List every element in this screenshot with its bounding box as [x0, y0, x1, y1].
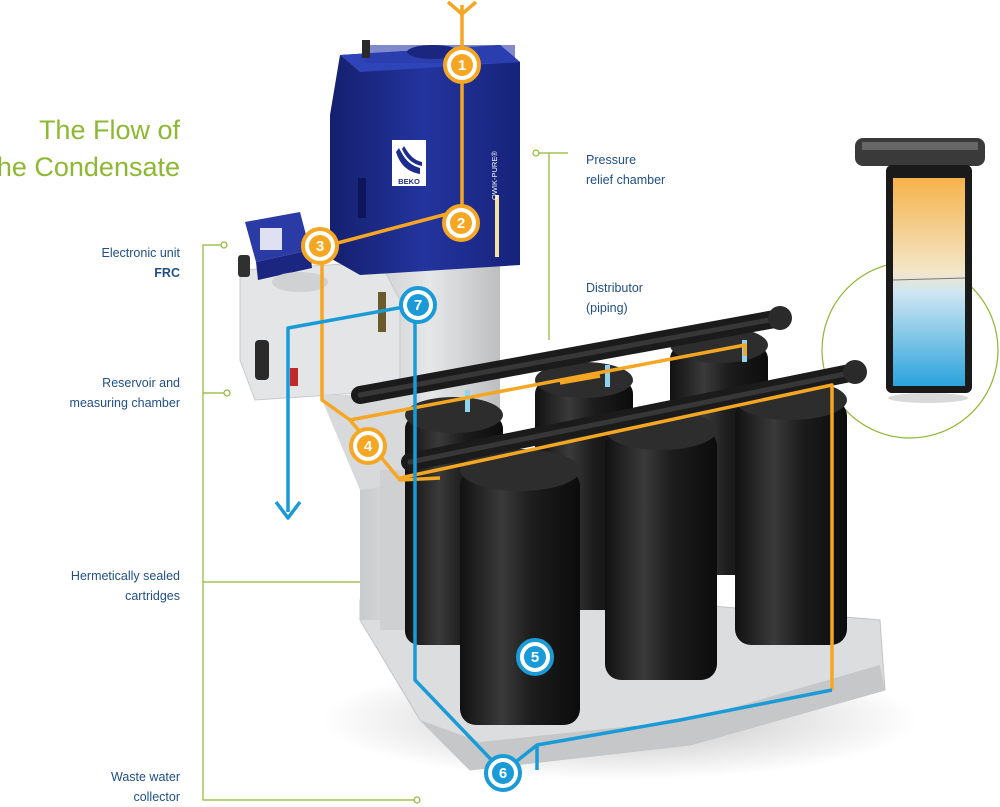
svg-text:3: 3 [316, 238, 324, 255]
label-distributor-line-2: (piping) [586, 301, 628, 315]
cartridge [735, 380, 847, 645]
svg-text:BEKO: BEKO [398, 177, 420, 186]
label-electronic-unit-line-1: Electronic unit [101, 246, 180, 260]
label-pressure-relief-line-2: relief chamber [586, 173, 666, 187]
label-reservoir-line-2: measuring chamber [69, 396, 180, 410]
cartridge [460, 449, 580, 725]
label-distributor-line-1: Distributor [586, 281, 643, 295]
label-cartridges-line-2: cartridges [125, 589, 180, 603]
svg-text:4: 4 [364, 438, 373, 455]
diagram-title: The Flow of the Condensate [0, 112, 180, 186]
step-7-badge: 7 [399, 286, 437, 324]
distributor-piping [351, 306, 867, 471]
electronic-unit-frc [238, 212, 312, 280]
label-reservoir: Reservoir and measuring chamber [70, 373, 180, 413]
step-2-badge: 2 [442, 204, 480, 242]
label-waste-water: Waste water collector [111, 767, 180, 807]
model-label: QWIK-PURE® [490, 151, 499, 200]
title-line-1: The Flow of [38, 115, 180, 145]
label-cartridges-line-1: Hermetically sealed [70, 569, 180, 583]
pressure-relief-chamber: BEKO QWIK-PURE® [330, 40, 520, 275]
svg-text:2: 2 [457, 215, 465, 232]
svg-text:6: 6 [499, 765, 507, 782]
label-waste-water-line-1: Waste water [110, 770, 180, 784]
svg-text:1: 1 [458, 57, 466, 74]
label-reservoir-line-1: Reservoir and [102, 376, 180, 390]
cartridge [605, 410, 717, 680]
label-cartridges: Hermetically sealed cartridges [71, 566, 180, 606]
label-pressure-relief: Pressure relief chamber [586, 150, 665, 190]
beko-logo: BEKO [392, 140, 426, 186]
label-waste-water-line-2: collector [133, 790, 180, 804]
clean-water-flow-path [274, 303, 833, 774]
step-3-badge: 3 [301, 227, 339, 265]
distribution-to-cartridges [535, 385, 834, 770]
filter-cross-section [855, 138, 985, 403]
label-electronic-unit-line-2: FRC [154, 266, 180, 280]
step-6-badge: 6 [484, 754, 522, 792]
label-electronic-unit: Electronic unit FRC [101, 243, 180, 283]
svg-text:5: 5 [531, 649, 539, 666]
title-line-2: the Condensate [0, 152, 180, 182]
svg-text:7: 7 [414, 297, 422, 314]
label-pressure-relief-line-1: Pressure [586, 153, 637, 167]
step-badges: 1 2 3 4 5 6 7 [301, 46, 554, 792]
leader-bracket [202, 244, 416, 801]
label-distributor: Distributor (piping) [586, 278, 643, 318]
step-4-badge: 4 [349, 427, 387, 465]
step-5-badge: 5 [516, 638, 554, 676]
step-1-badge: 1 [443, 46, 481, 84]
